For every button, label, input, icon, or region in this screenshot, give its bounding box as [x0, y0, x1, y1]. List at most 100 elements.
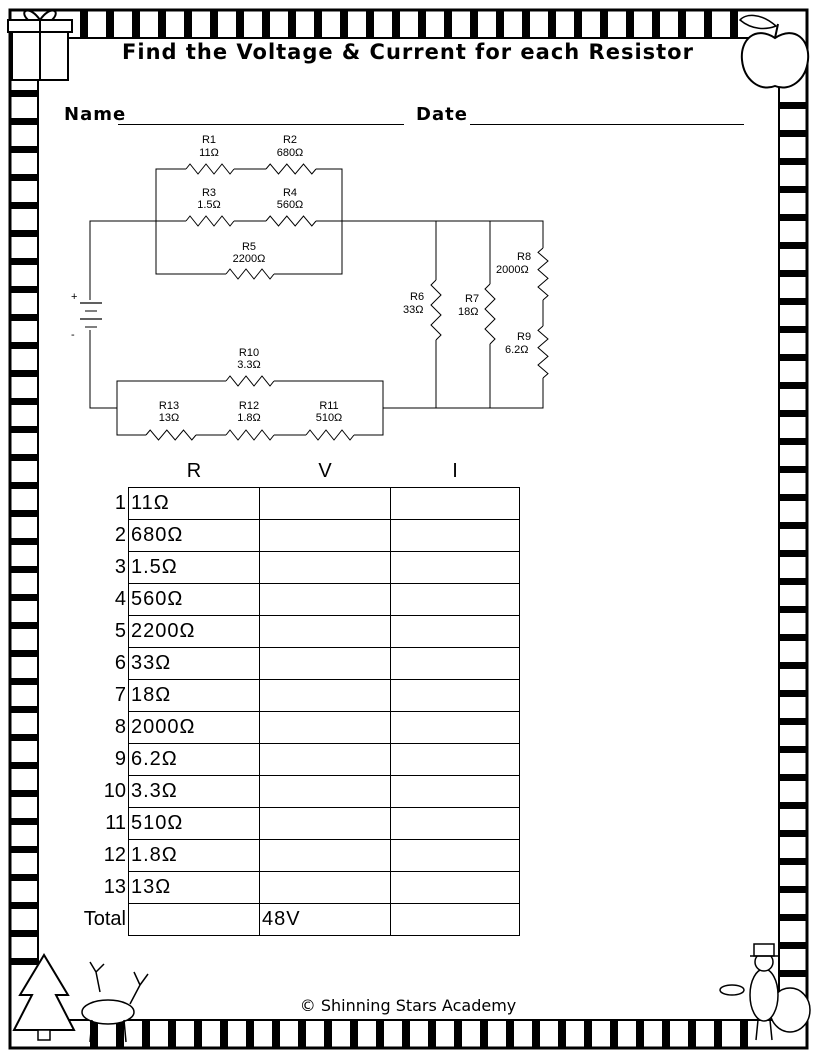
resistor-r12-label: R12	[239, 400, 259, 412]
table-row-total: Total 48V	[64, 903, 520, 936]
row-number: 10	[103, 780, 126, 802]
current-answer-cell[interactable]	[390, 583, 520, 616]
resistance-cell: 680Ω	[128, 519, 260, 552]
total-resistance-cell[interactable]	[128, 903, 260, 936]
resistance-cell: 18Ω	[128, 679, 260, 712]
resistor-r8-label: R8	[517, 251, 531, 263]
resistance-cell: 11Ω	[128, 487, 260, 520]
current-answer-cell[interactable]	[390, 871, 520, 904]
current-answer-cell[interactable]	[390, 647, 520, 680]
resistor-r7-value: 18Ω	[458, 306, 478, 318]
current-answer-cell[interactable]	[390, 711, 520, 744]
voltage-answer-cell[interactable]	[259, 583, 391, 616]
row-number: 7	[114, 684, 126, 706]
total-current-cell[interactable]	[390, 903, 520, 936]
name-label: Name	[64, 104, 127, 125]
battery-plus-label: +	[71, 291, 77, 303]
current-answer-cell[interactable]	[390, 775, 520, 808]
voltage-answer-cell[interactable]	[259, 871, 391, 904]
current-answer-cell[interactable]	[390, 807, 520, 840]
row-number-header	[64, 455, 129, 488]
current-answer-cell[interactable]	[390, 487, 520, 520]
voltage-answer-cell[interactable]	[259, 519, 391, 552]
resistance-cell: 2200Ω	[128, 615, 260, 648]
total-label: Total	[83, 908, 126, 930]
turkey-pilgrim-icon	[719, 943, 811, 1041]
resistance-cell: 13Ω	[128, 871, 260, 904]
v-column-header: V	[318, 459, 332, 482]
row-number: 2	[114, 524, 126, 546]
voltage-answer-cell[interactable]	[259, 615, 391, 648]
resistor-r13-value: 13Ω	[159, 412, 179, 424]
resistor-r6-value: 33Ω	[403, 304, 423, 316]
copyright-footer: © Shinning Stars Academy	[299, 996, 517, 1015]
row-number: 8	[114, 716, 126, 738]
resistor-r11-value: 510Ω	[316, 412, 343, 424]
current-answer-cell[interactable]	[390, 551, 520, 584]
resistance-cell: 33Ω	[128, 647, 260, 680]
current-answer-cell[interactable]	[390, 743, 520, 776]
page-title: Find the Voltage & Current for each Resi…	[122, 40, 694, 64]
date-label: Date	[416, 104, 468, 125]
current-answer-cell[interactable]	[390, 519, 520, 552]
row-number: 6	[114, 652, 126, 674]
resistance-cell: 6.2Ω	[128, 743, 260, 776]
voltage-answer-cell[interactable]	[259, 807, 391, 840]
gift-box-icon	[7, 9, 73, 81]
voltage-answer-cell[interactable]	[259, 775, 391, 808]
voltage-answer-cell[interactable]	[259, 647, 391, 680]
apple-icon	[738, 14, 810, 89]
resistor-r4-value: 560Ω	[277, 199, 304, 211]
battery-minus-label: -	[71, 329, 75, 341]
resistor-r8-value: 2000Ω	[496, 264, 529, 276]
voltage-answer-cell[interactable]	[259, 711, 391, 744]
resistor-r9-label: R9	[517, 331, 531, 343]
row-number: 4	[114, 588, 126, 610]
voltage-answer-cell[interactable]	[259, 743, 391, 776]
voltage-answer-cell[interactable]	[259, 487, 391, 520]
resistor-r5-label: R5	[242, 241, 256, 253]
i-column-header: I	[452, 459, 458, 482]
r-column-header: R	[186, 459, 202, 482]
resistor-r5-value: 2200Ω	[233, 253, 266, 265]
resistor-r6-label: R6	[410, 291, 424, 303]
current-answer-cell[interactable]	[390, 839, 520, 872]
row-number: 11	[105, 812, 126, 834]
voltage-answer-cell[interactable]	[259, 839, 391, 872]
resistor-r1-value: 11Ω	[199, 147, 219, 159]
resistor-r2-label: R2	[283, 134, 297, 146]
total-voltage-cell: 48V	[259, 903, 391, 936]
resistance-cell: 1.5Ω	[128, 551, 260, 584]
snowy-tree-icon	[12, 953, 76, 1041]
reindeer-icon	[81, 961, 149, 1043]
current-answer-cell[interactable]	[390, 679, 520, 712]
row-number: 3	[114, 556, 126, 578]
resistor-r10-label: R10	[239, 347, 259, 359]
resistance-cell: 2000Ω	[128, 711, 260, 744]
voltage-answer-cell[interactable]	[259, 679, 391, 712]
circuit-diagram: + - R1 11Ω R2 680Ω R3 1.5Ω R4 560Ω R5 22…	[71, 134, 549, 441]
resistance-cell: 510Ω	[128, 807, 260, 840]
voltage-answer-cell[interactable]	[259, 551, 391, 584]
name-field-line[interactable]	[118, 124, 404, 125]
current-answer-cell[interactable]	[390, 615, 520, 648]
date-field-line[interactable]	[470, 124, 744, 125]
resistor-r12-value: 1.8Ω	[237, 412, 261, 424]
row-number: 12	[103, 844, 126, 866]
resistor-r4-label: R4	[283, 187, 297, 199]
table-header-row: R V I	[64, 455, 520, 488]
resistance-cell: 1.8Ω	[128, 839, 260, 872]
resistor-r11-label: R11	[319, 400, 338, 412]
